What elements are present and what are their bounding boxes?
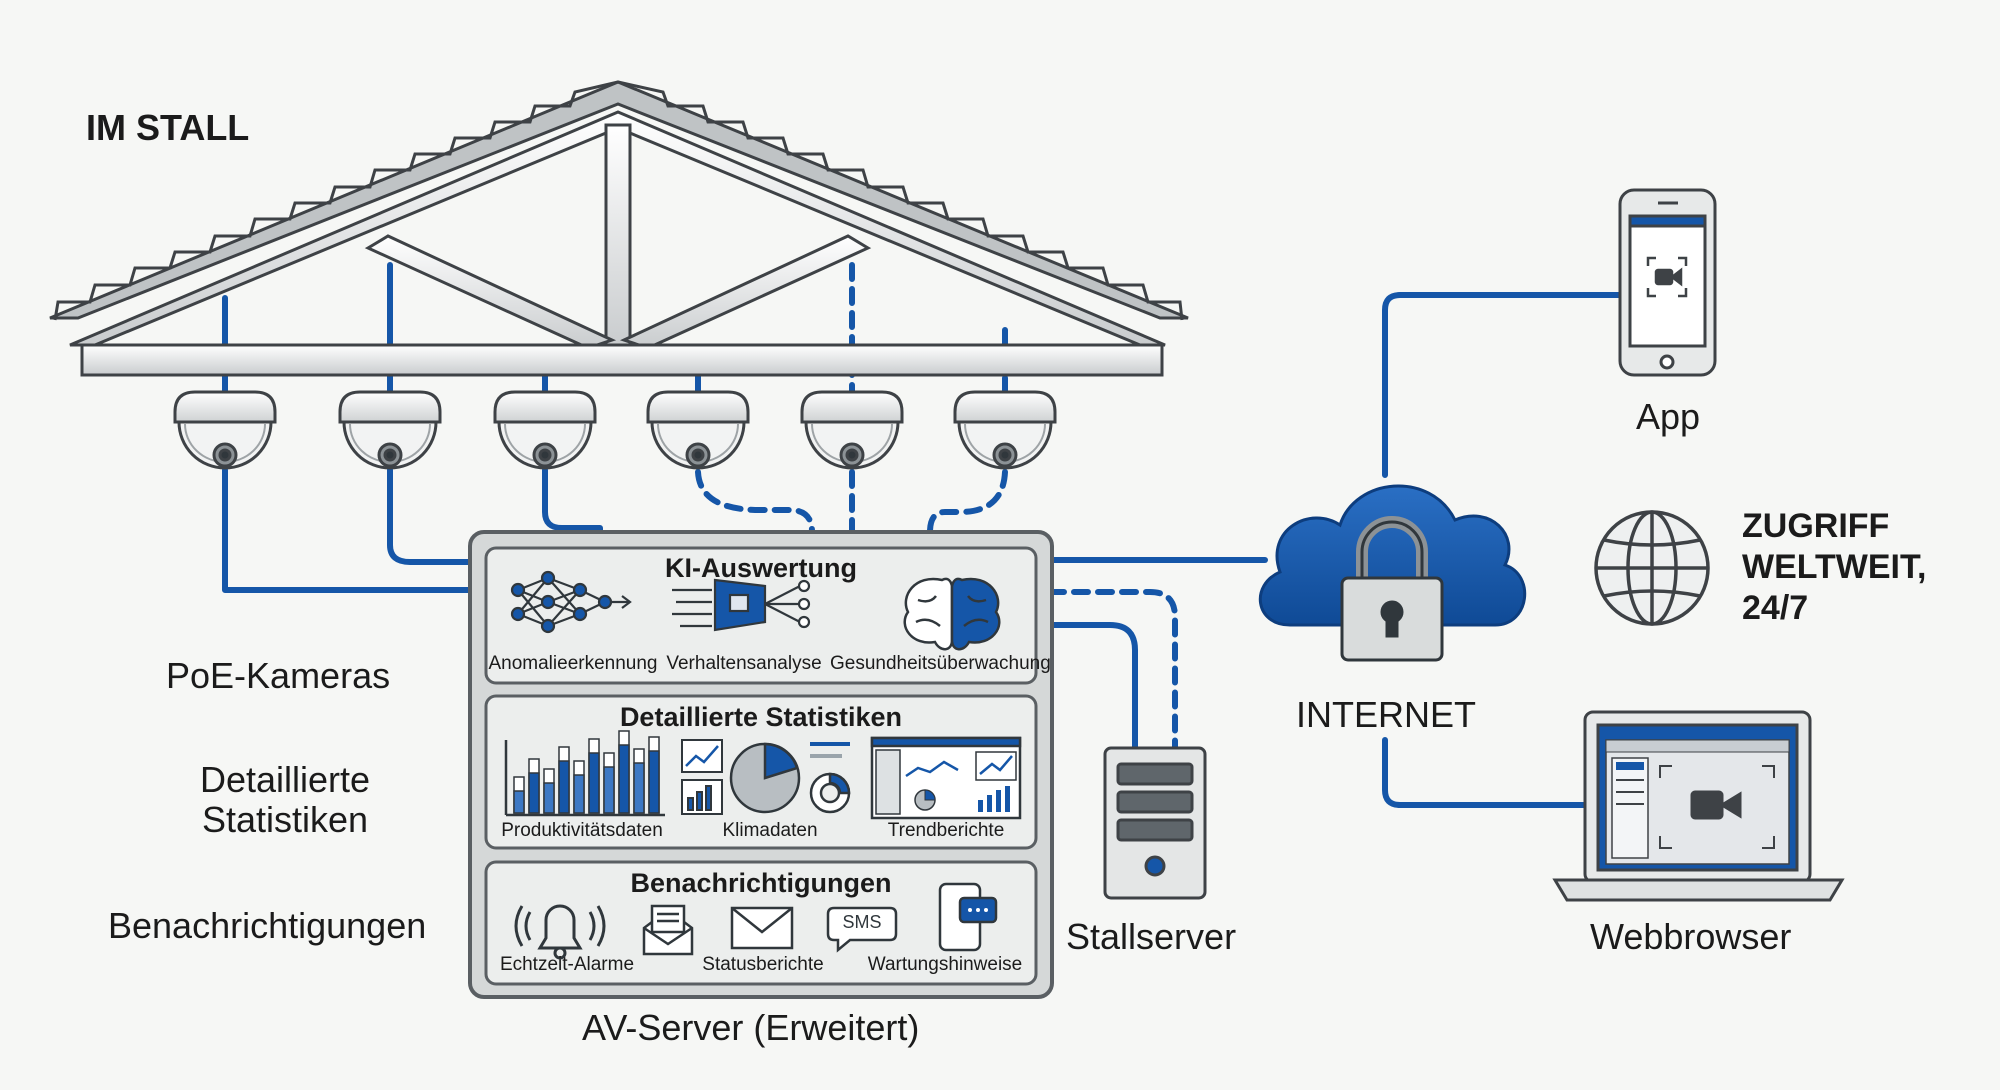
- app-label: App: [1636, 396, 1701, 437]
- benachrichtigungen-title: Benachrichtigungen: [630, 868, 892, 898]
- wartungshinweise-label: Wartungshinweise: [867, 954, 1023, 975]
- echtzeit-alarme-label: Echtzeit-Alarme: [499, 954, 635, 975]
- cables: [222, 262, 1623, 808]
- dashboard-icon: [870, 736, 1022, 820]
- poe-cameras: [173, 390, 1057, 470]
- zugriff-weltweit-label: ZUGRIFF WELTWEIT, 24/7: [1742, 507, 1927, 627]
- envelope-icon: [642, 904, 794, 956]
- camera-icon: [646, 390, 750, 470]
- bell-icon: [514, 904, 606, 960]
- camera-icon: [493, 390, 597, 470]
- verhaltensanalyse-label: Verhaltensanalyse: [666, 653, 822, 674]
- produktivitaetsdaten-label: Produktivitätsdaten: [501, 820, 663, 841]
- roof: [49, 80, 1189, 377]
- behavior-analysis-icon: [672, 578, 811, 632]
- trendberichte-label: Trendberichte: [887, 820, 1005, 841]
- line-chart-icon: [681, 739, 723, 815]
- anomalieerkennung-label: Anomalieerkennung: [488, 653, 658, 674]
- klimadaten-label: Klimadaten: [722, 820, 818, 841]
- lock-icon: [1340, 516, 1444, 662]
- server-tower-icon: [1103, 746, 1207, 900]
- poe-kameras-label: PoE-Kameras: [166, 655, 391, 696]
- benachrichtigungen-label: Benachrichtigungen: [108, 905, 427, 946]
- webbrowser-label: Webbrowser: [1590, 916, 1792, 957]
- globe-icon: [1594, 510, 1710, 626]
- statusberichte-label: Statusberichte: [702, 954, 824, 975]
- av-server-label: AV-Server (Erweitert): [582, 1007, 920, 1048]
- internet-label: INTERNET: [1296, 694, 1476, 735]
- neural-network-icon: [510, 570, 632, 634]
- camera-icon: [800, 390, 904, 470]
- gesundheitsueberwachung-label: Gesundheitsüberwachung: [830, 653, 1051, 674]
- video-camera-icon: [1646, 256, 1688, 298]
- detaillierte-statistiken-label: Detaillierte Statistiken: [200, 759, 371, 840]
- bar-chart-icon: [504, 730, 665, 817]
- phone-message-icon: [938, 882, 998, 952]
- brain-icon: [903, 577, 1001, 651]
- sms-text: SMS: [842, 912, 882, 932]
- pie-chart-icon: [729, 742, 851, 814]
- sms-bubble-icon: [826, 906, 898, 953]
- im-stall-label: IM STALL: [86, 107, 250, 148]
- laptop-icon: [1552, 710, 1845, 902]
- stallserver-label: Stallserver: [1066, 916, 1237, 957]
- detaillierte-statistiken-title: Detaillierte Statistiken: [619, 702, 903, 732]
- ki-auswertung-title: KI-Auswertung: [665, 553, 857, 583]
- cloud-icon: [1258, 484, 1527, 627]
- camera-icon: [173, 390, 277, 470]
- camera-icon: [953, 390, 1057, 470]
- camera-icon: [338, 390, 442, 470]
